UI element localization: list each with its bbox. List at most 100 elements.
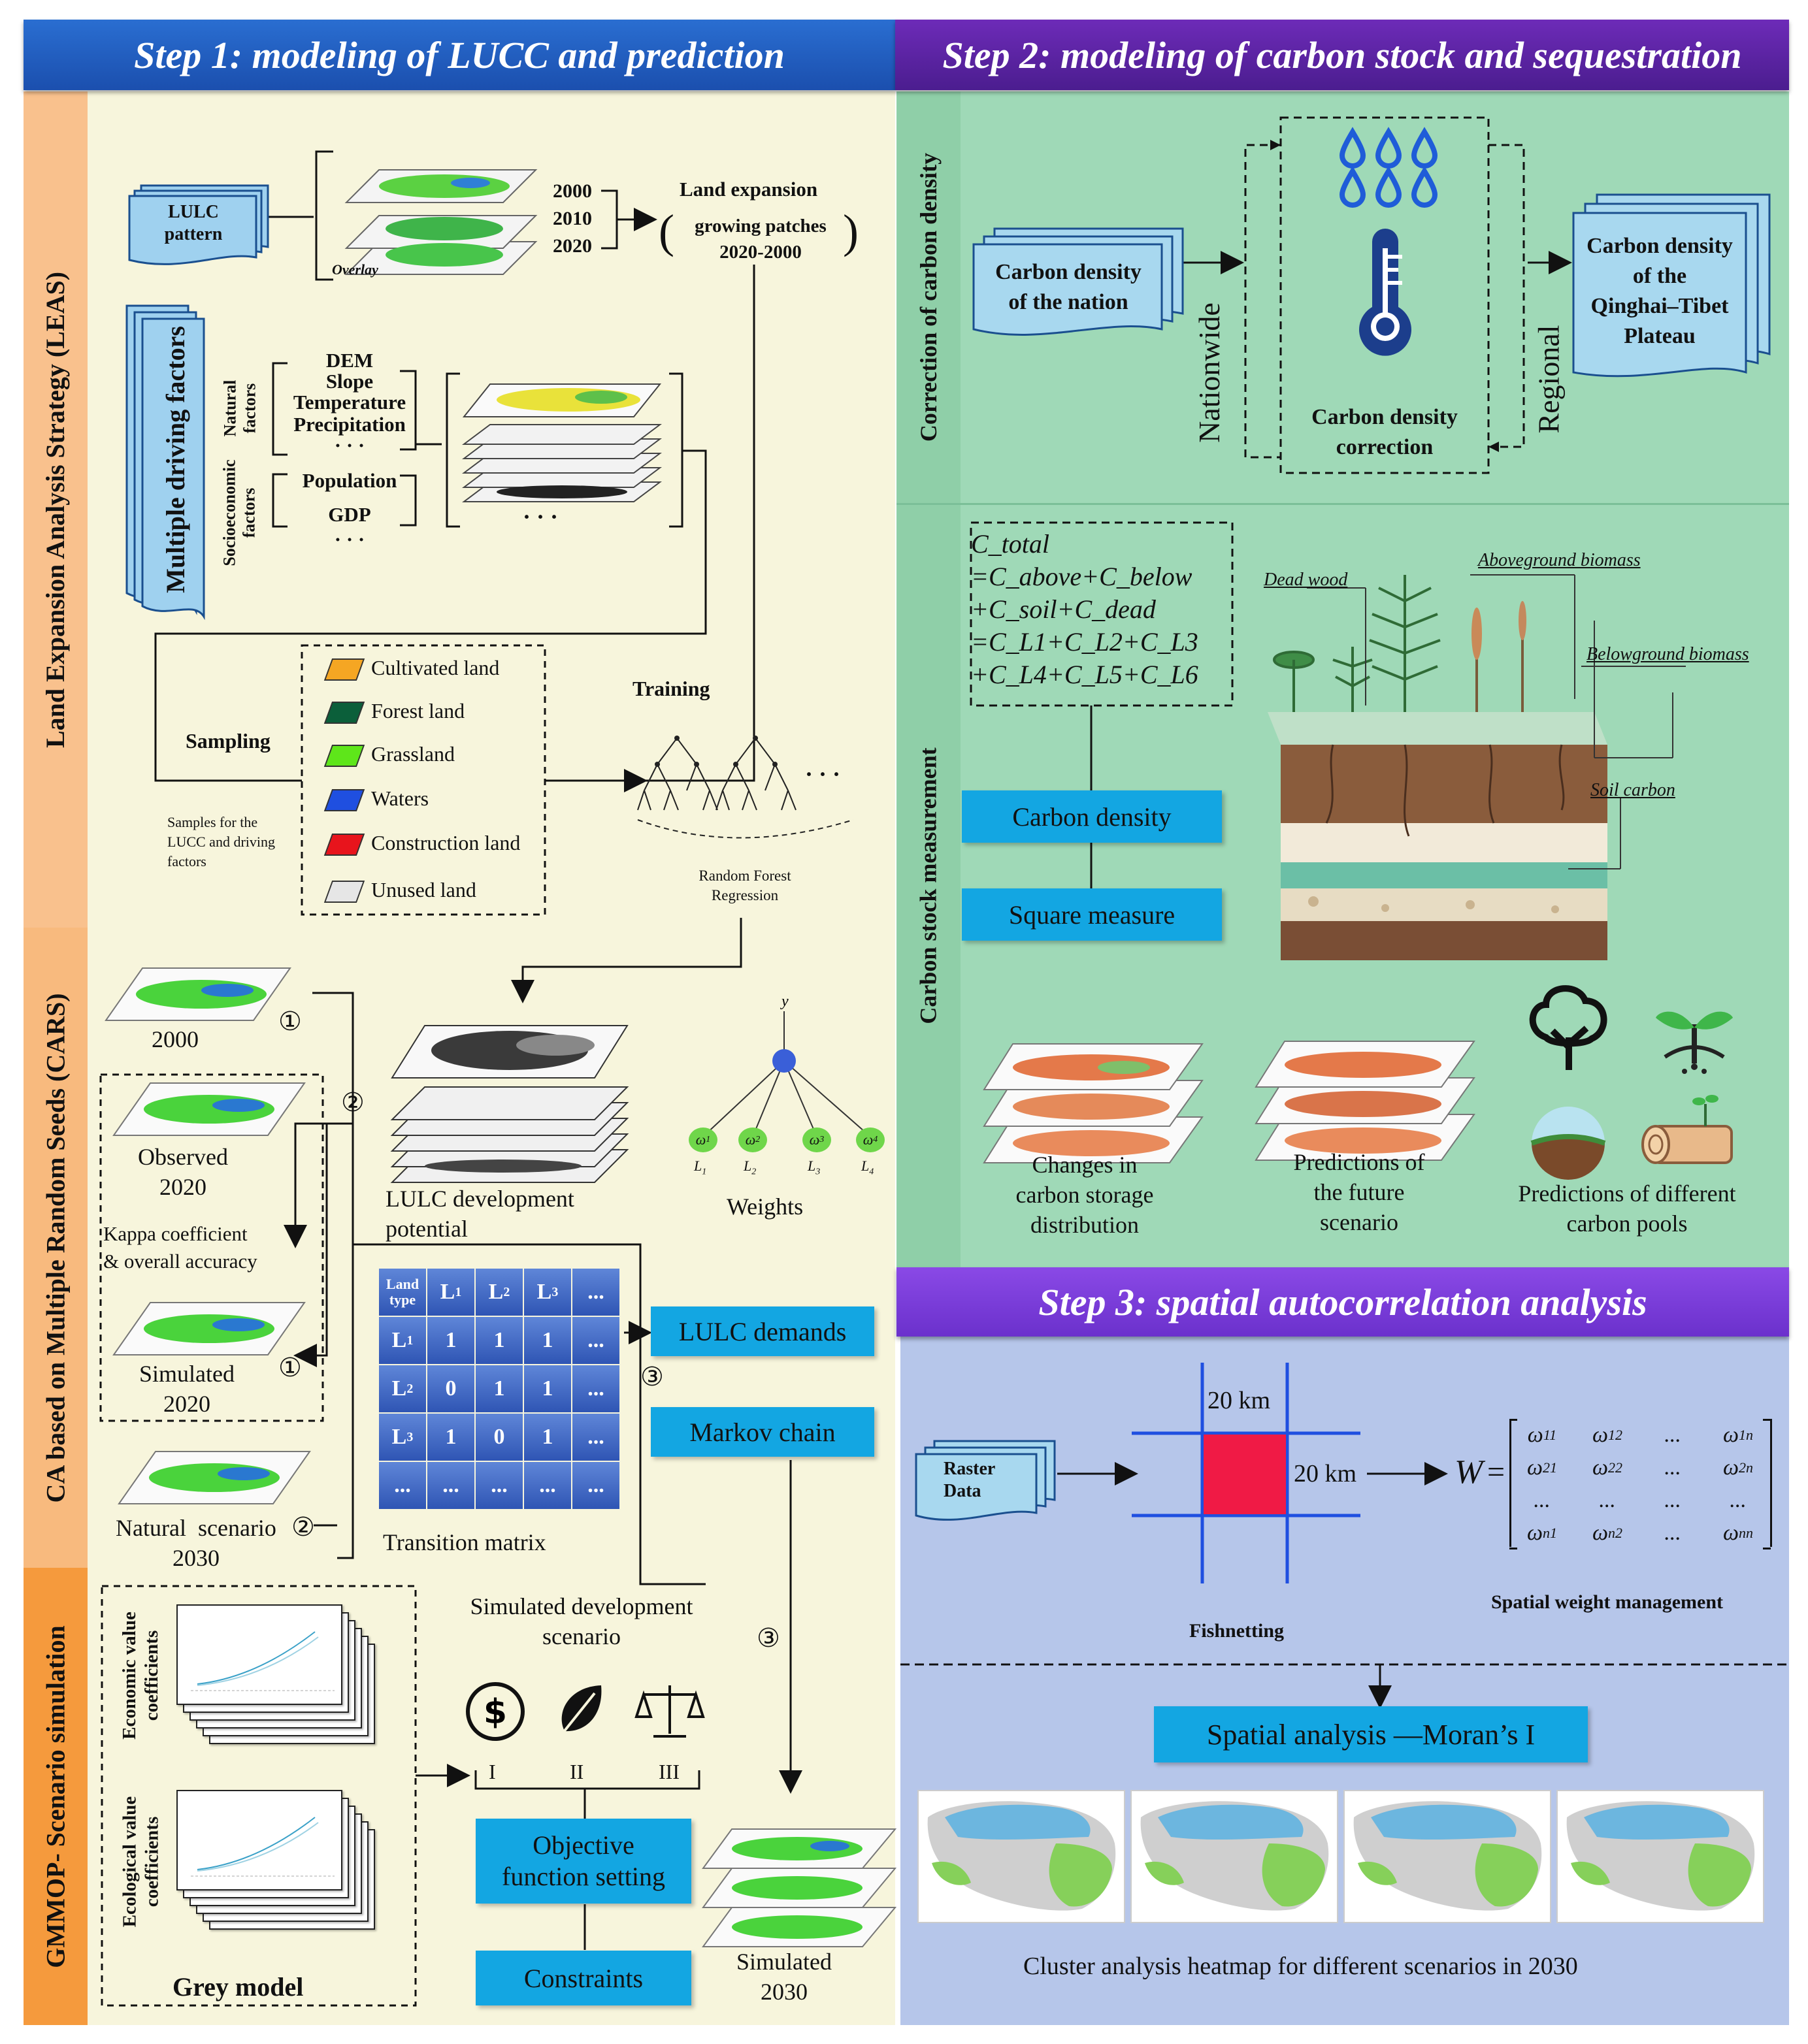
year-2000: 2000 bbox=[553, 180, 592, 202]
dollar-icon: $ bbox=[466, 1682, 525, 1741]
legend-label-forest: Forest land bbox=[371, 699, 465, 722]
cluster-map-2 bbox=[1130, 1790, 1338, 1923]
changes-label: Changes in carbon storage distribution bbox=[1015, 1152, 1154, 1238]
w-symbol: W bbox=[1455, 1453, 1483, 1491]
sampling-label: Sampling bbox=[186, 729, 271, 753]
matrix-bracket-tick bbox=[1763, 1548, 1771, 1549]
formula-line: +C_L4+C_L5+C_L6 bbox=[971, 660, 1198, 689]
fishnetting-label: Fishnetting bbox=[1189, 1620, 1285, 1642]
cluster-maps bbox=[917, 1790, 1767, 1927]
sprout-icon bbox=[1656, 1011, 1733, 1074]
map-natural-2030 bbox=[118, 1451, 311, 1504]
soil-globe-icon bbox=[1530, 1107, 1606, 1180]
weight-matrix-cell: ... bbox=[1664, 1423, 1681, 1447]
leas-band bbox=[24, 91, 88, 928]
simulated-2020-label: Simulated 2020 bbox=[139, 1361, 235, 1417]
natural-item-precipitation: Precipitation bbox=[293, 413, 406, 436]
socio-item-population: Population bbox=[302, 469, 397, 492]
cluster-map-3 bbox=[1343, 1790, 1551, 1923]
matrix-cell: ... bbox=[476, 1462, 523, 1509]
soil-profile-illustration bbox=[1268, 574, 1686, 960]
circle-2-bottom: ② bbox=[291, 1512, 315, 1542]
legend-label-construction: Construction land bbox=[371, 831, 521, 854]
swm-label: Spatial weight management bbox=[1491, 1591, 1723, 1613]
weight-matrix-cell: ... bbox=[1534, 1488, 1551, 1512]
legend-label-waters: Waters bbox=[371, 787, 429, 810]
factor-layer-stack bbox=[462, 383, 662, 502]
matrix-cell: 1 bbox=[524, 1317, 571, 1364]
matrix-cell: 1 bbox=[524, 1414, 571, 1461]
svg-text:y: y bbox=[780, 993, 789, 1010]
cluster-label: Cluster analysis heatmap for different s… bbox=[1023, 1953, 1578, 1980]
cd-correction-label: Carbon density correction bbox=[1311, 405, 1458, 459]
cluster-map-shape bbox=[1566, 1801, 1755, 1911]
matrix-cell: 1 bbox=[427, 1317, 474, 1364]
markov-chain-box: Markov chain bbox=[651, 1407, 874, 1457]
matrix-cell: ... bbox=[572, 1365, 619, 1412]
circle-3-mid: ③ bbox=[640, 1362, 664, 1391]
correction-band bbox=[896, 91, 961, 503]
roman-3: III bbox=[659, 1760, 680, 1783]
matrix-cell: 1 bbox=[476, 1317, 523, 1364]
square-measure-box: Square measure bbox=[962, 888, 1222, 941]
weights-network: y bbox=[702, 993, 871, 1137]
training-label: Training bbox=[633, 677, 710, 700]
legend-label-grassland: Grassland bbox=[371, 742, 455, 766]
natural-item-temperature: Temperature bbox=[293, 391, 406, 414]
matrix-cell: ... bbox=[524, 1462, 571, 1509]
simulated-2030-stack bbox=[702, 1828, 897, 1947]
cluster-map-1 bbox=[917, 1790, 1125, 1923]
socio-item-more: · · · bbox=[334, 528, 365, 551]
matrix-cell: 1 bbox=[524, 1365, 571, 1412]
thermometer-icon bbox=[1359, 229, 1411, 356]
matrix-corner: Land type bbox=[379, 1269, 426, 1316]
km-right-label: 20 km bbox=[1294, 1460, 1357, 1487]
belowground-label: Belowground biomass bbox=[1586, 644, 1749, 664]
gmmop-band bbox=[24, 1568, 88, 2025]
rf-label: Random Forest Regression bbox=[699, 868, 791, 903]
weight-node-label-3: L3 bbox=[808, 1158, 821, 1177]
w-equals: = bbox=[1487, 1455, 1505, 1489]
constraints-box: Constraints bbox=[476, 1951, 691, 2005]
trend-line bbox=[191, 1631, 335, 1691]
predictions-future-label: Predictions of the future scenario bbox=[1293, 1149, 1425, 1235]
circle-1-bottom: ① bbox=[278, 1353, 302, 1382]
predictions-pools-label: Predictions of different carbon pools bbox=[1518, 1180, 1736, 1237]
trend-line bbox=[191, 1817, 335, 1877]
lulc-demands-box: LULC demands bbox=[651, 1306, 874, 1356]
matrix-cell: ... bbox=[572, 1414, 619, 1461]
weight-node-label-2: L2 bbox=[744, 1158, 757, 1177]
samples-note: Samples for the LUCC and driving factors bbox=[167, 814, 275, 869]
cluster-map-shape bbox=[1353, 1801, 1542, 1911]
matrix-cell: 0 bbox=[427, 1365, 474, 1412]
legend-label-unused: Unused land bbox=[371, 878, 476, 901]
circle-1-top: ① bbox=[278, 1007, 302, 1036]
legend-label-cultivated: Cultivated land bbox=[371, 656, 500, 679]
tree-icon bbox=[1529, 985, 1607, 1070]
growing-patches-label: growing patches 2020-2000 bbox=[695, 216, 827, 263]
label-2000: 2000 bbox=[152, 1026, 199, 1052]
weight-matrix-cell: ... bbox=[1664, 1488, 1681, 1512]
soil-carbon-label: Soil carbon bbox=[1590, 780, 1675, 800]
formula-line: =C_above+C_below bbox=[971, 562, 1192, 591]
step1-header: Step 1: modeling of LUCC and prediction bbox=[24, 20, 895, 90]
raster-data-label: Raster Data bbox=[944, 1459, 996, 1501]
paren-left: ( bbox=[659, 205, 674, 257]
qtp-doc bbox=[1572, 193, 1771, 378]
matrix-bracket-tick bbox=[1509, 1419, 1517, 1421]
weight-matrix-cell: ... bbox=[1664, 1521, 1681, 1545]
weight-node-label-1: L1 bbox=[694, 1158, 707, 1177]
year-2010: 2010 bbox=[553, 208, 592, 229]
step2-header: Step 2: modeling of carbon stock and seq… bbox=[895, 20, 1789, 90]
